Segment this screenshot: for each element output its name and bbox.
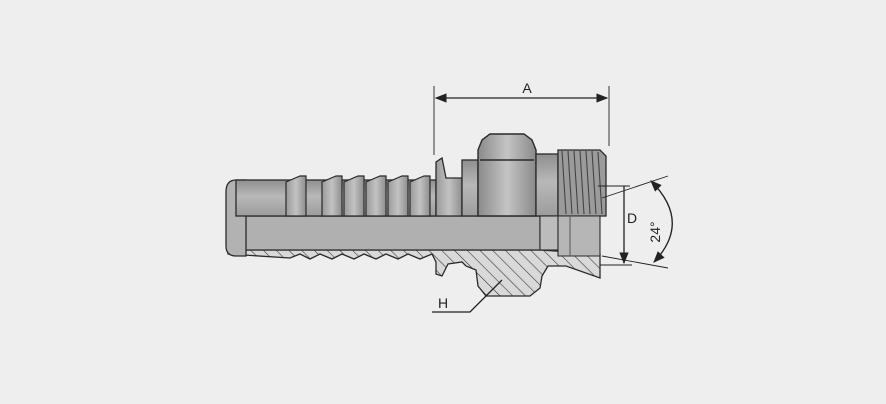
barbs	[285, 175, 431, 217]
body-shoulder	[535, 153, 559, 217]
collar	[435, 156, 463, 217]
dimension-a-label: A	[522, 80, 532, 96]
section-hatch	[227, 249, 601, 297]
thread-lines	[561, 150, 603, 215]
leader-h: H	[432, 279, 503, 313]
inner-cone	[539, 215, 559, 251]
angle-dimension: 24°	[601, 175, 673, 269]
angle-label: 24°	[647, 221, 663, 242]
neck	[461, 159, 479, 217]
cone-seat	[557, 215, 601, 257]
leader-h-label: H	[438, 295, 448, 311]
dimension-d-label: D	[627, 210, 637, 226]
bore-lower	[227, 215, 541, 251]
exterior-view	[235, 133, 607, 257]
dimension-a: A	[433, 80, 610, 155]
hex-nut	[477, 133, 537, 217]
dimension-d: D	[598, 185, 637, 266]
